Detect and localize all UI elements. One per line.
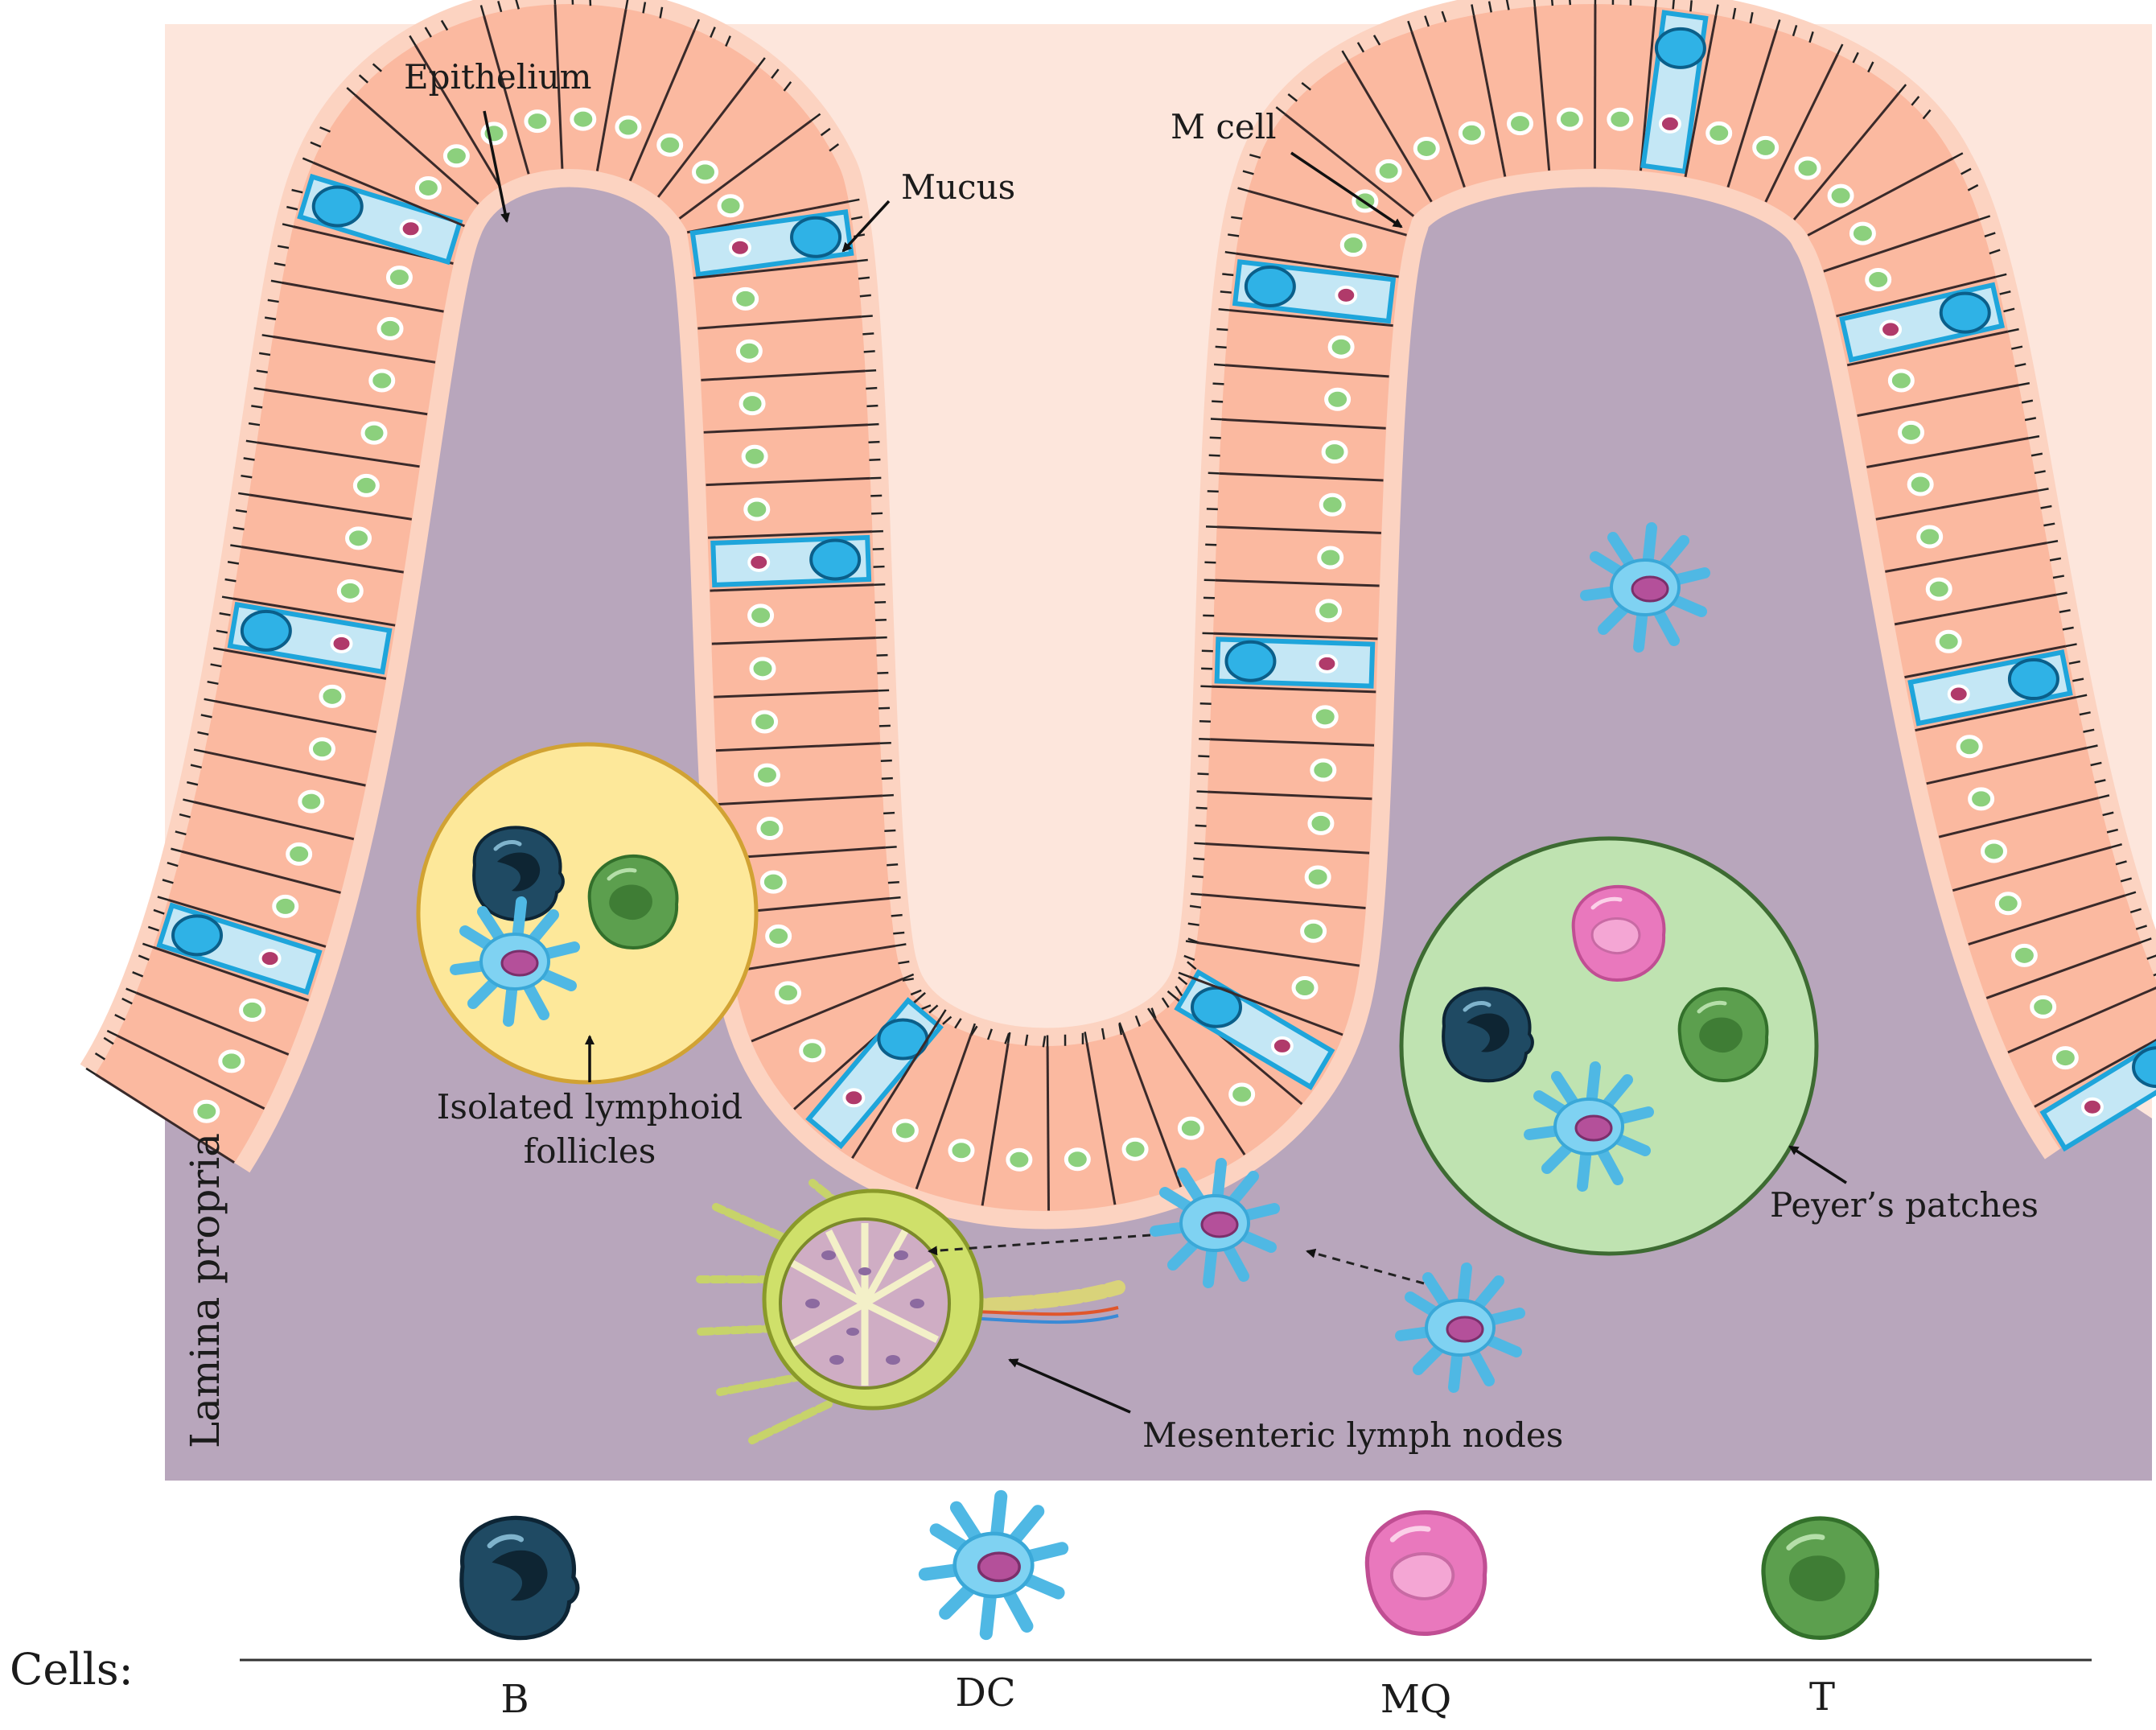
lamina-propria-label: Lamina propria xyxy=(182,1133,228,1448)
migration-arrows xyxy=(928,1234,1425,1285)
legend-item-b: B xyxy=(462,1518,578,1722)
legend-item-t: T xyxy=(1763,1518,1877,1720)
legend-title: Cells: xyxy=(10,1644,134,1695)
peyers-patches-label: Peyer’s patches xyxy=(1770,1185,2039,1225)
t-cell-icon xyxy=(1763,1518,1877,1637)
legend-label-dc: DC xyxy=(955,1670,1015,1716)
m-cell-label: M cell xyxy=(1171,107,1277,146)
isolated-lymphoid-follicle xyxy=(416,742,759,1085)
pointer-arrows xyxy=(483,110,1847,1414)
isolated-follicles-label-line1: Isolated lymphoid xyxy=(437,1087,743,1127)
b-cell-icon xyxy=(462,1518,578,1637)
legend-item-dc: DC xyxy=(925,1497,1062,1716)
mesenteric-lymph-nodes-label: Mesenteric lymph nodes xyxy=(1142,1415,1563,1455)
legend-label-t: T xyxy=(1809,1674,1835,1720)
peyers-patch xyxy=(1399,836,1819,1256)
mucus-label: Mucus xyxy=(901,167,1015,207)
legend-item-mq: MQ xyxy=(1367,1512,1485,1722)
dendritic-cell-icon xyxy=(925,1497,1062,1633)
legend-label-mq: MQ xyxy=(1380,1677,1452,1722)
macrophage-icon xyxy=(1367,1512,1485,1633)
legend-label-b: B xyxy=(500,1677,529,1722)
isolated-follicles-label-line2: follicles xyxy=(524,1131,656,1171)
mesenteric-lymph-node xyxy=(696,1179,1125,1444)
villi-epithelium xyxy=(79,0,2156,1230)
cell-legend: Cells: B DC MQ T xyxy=(10,1497,2092,1722)
epithelium-label: Epithelium xyxy=(404,57,592,97)
